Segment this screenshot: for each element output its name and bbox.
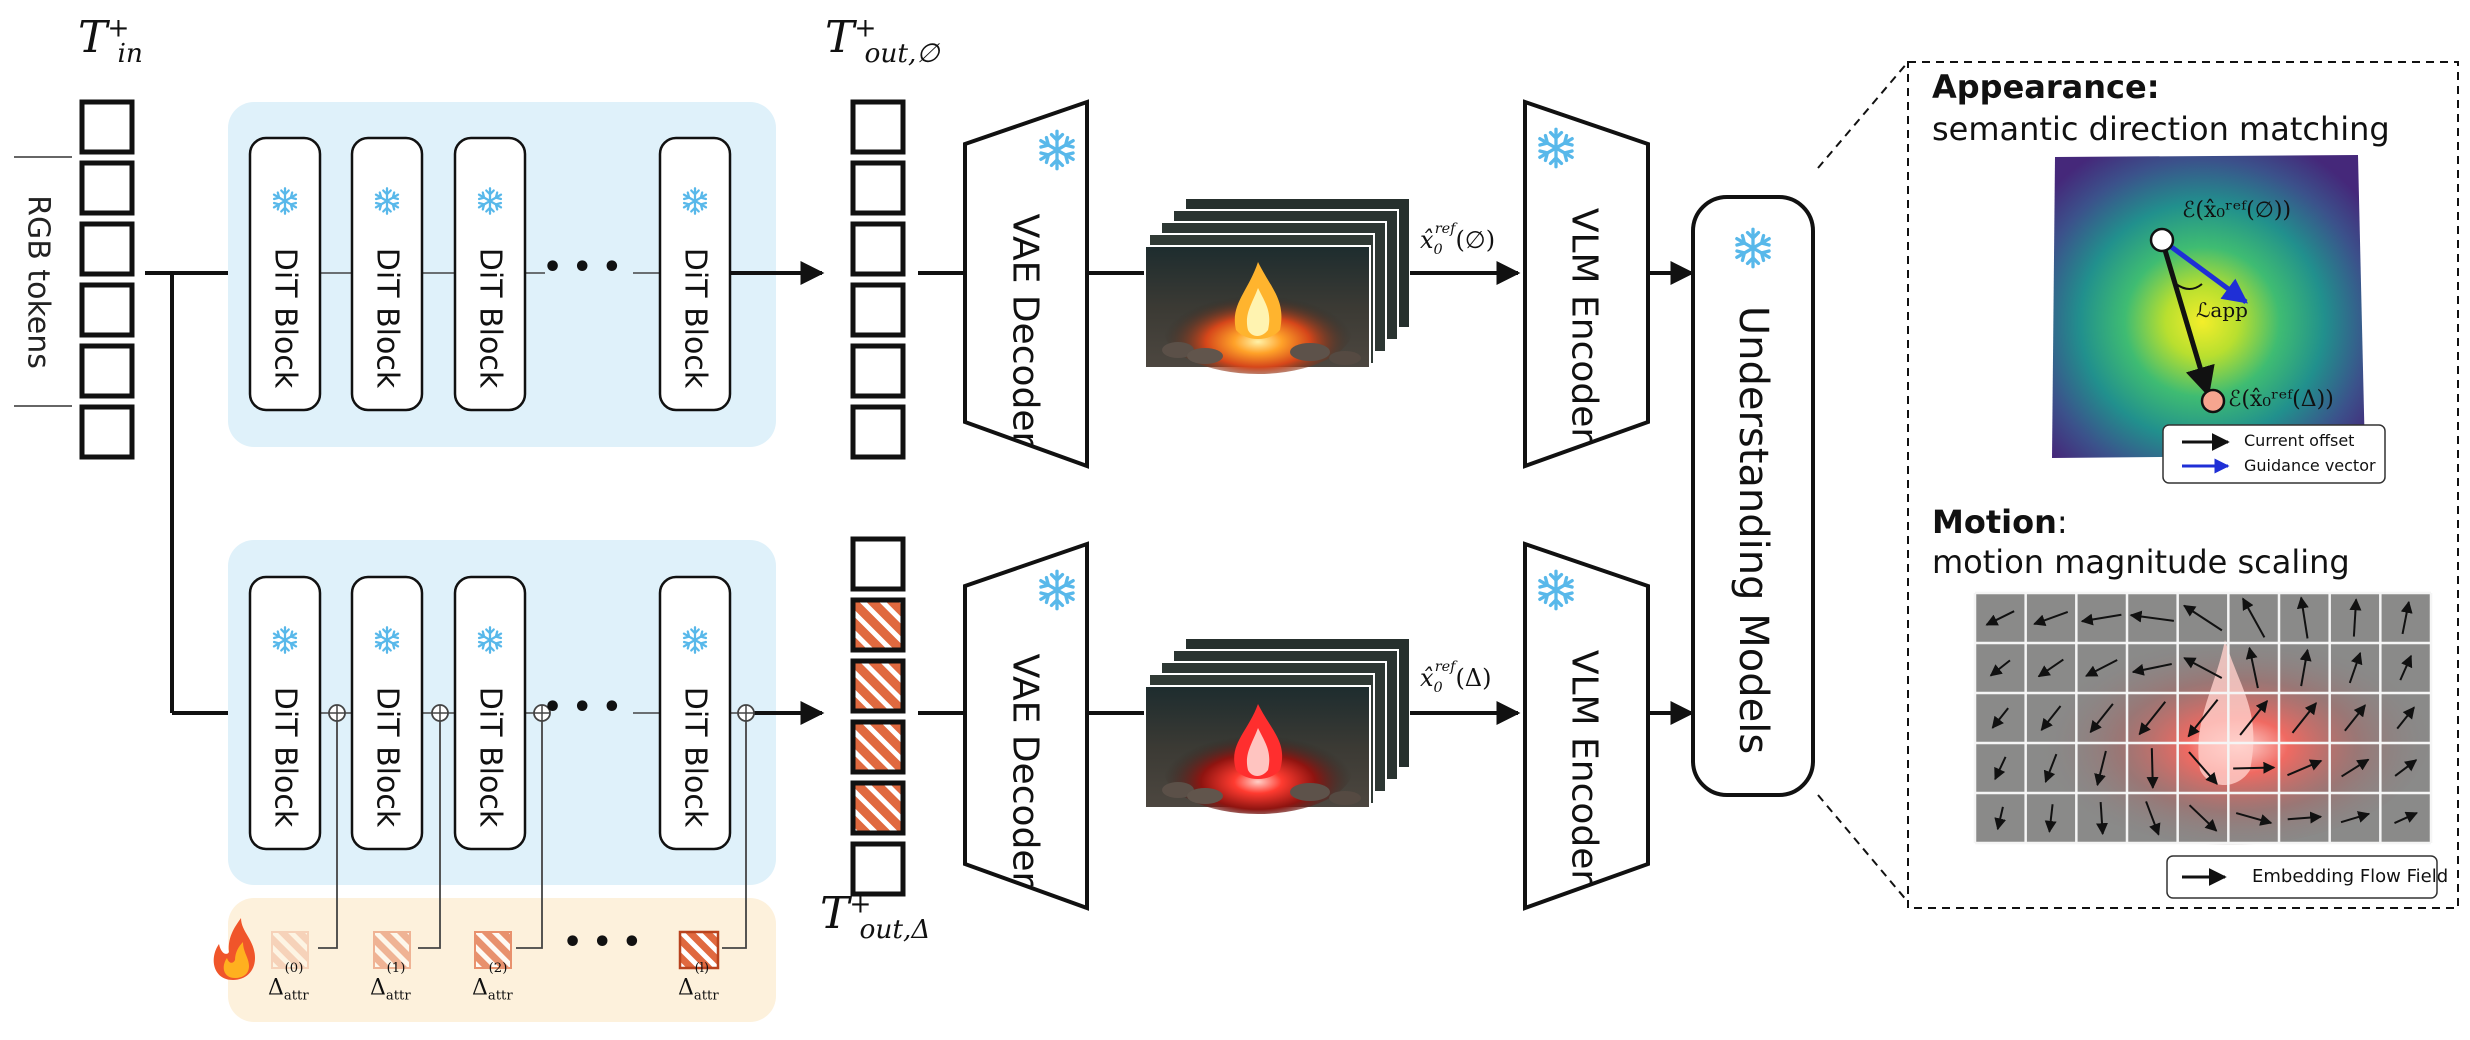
flow-arrow — [2400, 600, 2413, 635]
oplus-nodes — [328, 704, 755, 722]
flow-arrow — [2096, 801, 2108, 836]
flow-arrow — [2340, 811, 2371, 824]
flow-arrow — [2394, 811, 2418, 824]
flow-arrow — [2399, 654, 2413, 681]
vae-decoder-top — [963, 99, 1089, 469]
dit-block — [248, 136, 322, 412]
flow-arrow — [2085, 659, 2118, 677]
output-tokens-null — [850, 99, 906, 460]
flow-arrow — [2040, 705, 2062, 731]
delta-token-2 — [474, 931, 512, 969]
dit-block — [658, 136, 732, 412]
flow-arrow — [2094, 750, 2107, 787]
flow-arrow — [2089, 703, 2114, 734]
flow-arrow — [1985, 610, 2015, 626]
flow-arrow — [2183, 604, 2223, 632]
zoom-line-bottom — [1817, 794, 1909, 903]
current-offset-arrow — [2159, 239, 2215, 397]
appearance-heatmap — [2052, 155, 2386, 484]
delta-token-1 — [373, 931, 411, 969]
flow-arrow — [2348, 651, 2363, 684]
appearance-legend — [2162, 424, 2386, 484]
output-tokens-delta — [850, 536, 906, 897]
flow-arrow — [2233, 761, 2276, 774]
input-token-column — [79, 99, 135, 460]
dit-blocks-bottom — [248, 575, 732, 851]
flow-arrow — [2291, 702, 2317, 734]
flow-arrow — [2145, 801, 2161, 836]
vae-decoder-bottom — [963, 541, 1089, 911]
flow-arrow — [2146, 748, 2159, 789]
flow-arrow — [2344, 704, 2366, 732]
flow-arrow — [2299, 648, 2312, 687]
frame-stack-top — [1144, 197, 1411, 374]
flow-arrow — [2242, 597, 2266, 638]
flow-arrow — [2037, 658, 2064, 678]
dit-block — [350, 136, 424, 412]
delta-token-l — [678, 930, 720, 970]
dit-block — [350, 575, 424, 851]
flow-arrow — [1994, 756, 2007, 781]
dit-block — [453, 136, 527, 412]
flow-arrow — [2245, 646, 2259, 689]
guidance-vector-arrow — [2160, 237, 2249, 305]
zoom-line-top — [1817, 61, 1909, 169]
dit-block — [453, 575, 527, 851]
flow-arrow — [2235, 812, 2273, 826]
flow-arrow — [2349, 598, 2362, 637]
null-embedding-point — [2149, 227, 2175, 253]
flow-arrow — [2341, 758, 2370, 778]
flow-arrow — [2033, 611, 2069, 627]
flow-arrow — [2394, 759, 2418, 777]
dit-blocks-top — [248, 136, 732, 412]
flow-arrow — [2044, 804, 2057, 833]
understanding-models-box — [1691, 195, 1815, 797]
red-campfire-image — [1144, 685, 1371, 814]
flow-arrow — [1991, 707, 2009, 729]
flow-arrow — [2296, 596, 2309, 639]
delta-tokens — [271, 930, 720, 970]
dit-block — [248, 575, 322, 851]
delta-injection-lines — [318, 720, 747, 949]
flow-arrow — [2080, 613, 2122, 626]
vlm-encoder-top — [1523, 99, 1650, 469]
vlm-encoder-bottom — [1523, 541, 1650, 911]
flow-arrow — [2043, 753, 2058, 784]
flow-arrow — [2188, 751, 2218, 785]
flow-arrow — [2131, 663, 2172, 676]
motion-legend — [2166, 855, 2438, 899]
motion-flow-field — [1973, 591, 2438, 899]
frame-stack-bottom — [1144, 637, 1411, 814]
flow-arrow — [2138, 701, 2167, 736]
flow-arrow — [2129, 610, 2175, 623]
flow-arrow — [1994, 806, 2007, 831]
fire-icon — [213, 918, 255, 980]
flow-arrow — [2239, 700, 2268, 736]
flow-arrow — [2183, 657, 2223, 679]
flow-arrow — [2187, 698, 2219, 738]
delta-token-0 — [271, 931, 309, 969]
flow-arrow — [2188, 804, 2218, 832]
flow-arrow — [2396, 706, 2415, 730]
flow-arrow — [2287, 759, 2323, 777]
dit-block — [658, 575, 732, 851]
campfire-image — [1144, 245, 1371, 374]
flow-arrow — [1989, 659, 2011, 677]
delta-embedding-point — [2200, 388, 2226, 414]
flow-arrow — [2287, 811, 2323, 824]
